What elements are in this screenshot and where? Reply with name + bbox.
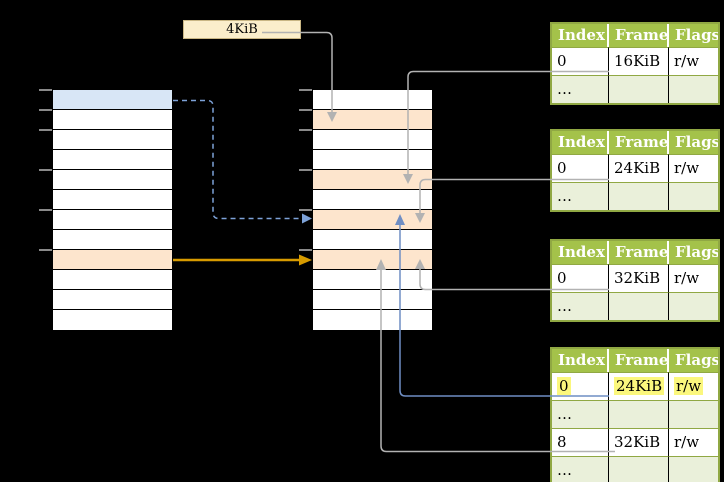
frame-table-cell: 0	[552, 47, 609, 75]
frame-table-cell: …	[552, 292, 609, 320]
memory-row-white	[53, 290, 172, 310]
memory-row-white	[53, 230, 172, 250]
column-header-flags: Flags	[669, 131, 718, 154]
column-header-frame: Frame	[609, 241, 669, 264]
virtual-memory-column	[52, 89, 173, 331]
tick-mark	[39, 249, 52, 251]
memory-row-orange	[313, 250, 432, 270]
column-header-frame: Frame	[609, 349, 669, 372]
memory-row-white	[313, 230, 432, 250]
frame-table-cell	[669, 292, 718, 320]
highlighted-value: r/w	[674, 377, 704, 395]
frame-table-cell: 32KiB	[609, 428, 669, 456]
frame-table-cell: …	[552, 400, 609, 428]
tick-mark	[39, 109, 52, 111]
arrowhead-right-icon	[299, 254, 312, 266]
column-header-index: Index	[552, 241, 609, 264]
memory-row-blue	[53, 90, 172, 110]
memory-row-white	[313, 310, 432, 330]
memory-row-white	[53, 130, 172, 150]
frame-table-cell: r/w	[669, 154, 718, 182]
column-header-index: Index	[552, 131, 609, 154]
memory-row-white	[53, 270, 172, 290]
memory-row-white	[53, 150, 172, 170]
frame-table-cell: 32KiB	[609, 264, 669, 292]
frame-table-cell	[669, 400, 718, 428]
memory-row-white	[53, 110, 172, 130]
frame-table-cell: r/w	[669, 372, 718, 400]
column-header-frame: Frame	[609, 131, 669, 154]
memory-row-white	[53, 170, 172, 190]
tick-mark	[39, 89, 52, 91]
memory-row-orange	[313, 110, 432, 130]
memory-row-white	[313, 270, 432, 290]
memory-row-orange	[313, 170, 432, 190]
column-header-flags: Flags	[669, 349, 718, 372]
frame-table-cell: r/w	[669, 47, 718, 75]
memory-row-white	[313, 130, 432, 150]
frame-table-cell	[609, 75, 669, 103]
column-header-flags: Flags	[669, 241, 718, 264]
highlighted-value: 0	[557, 377, 571, 395]
frame-table-cell	[669, 75, 718, 103]
memory-row-white	[313, 90, 432, 110]
frame-table-cell: 24KiB	[609, 154, 669, 182]
frame-table-cell: 8	[552, 428, 609, 456]
arrow-virtual-page-dashed	[173, 99, 302, 220]
frame-table-cell	[669, 456, 718, 482]
frame-table-cell: 0	[552, 372, 609, 400]
page-size-label: 4KiB	[183, 20, 301, 39]
column-header-index: Index	[552, 349, 609, 372]
tick-mark	[39, 209, 52, 211]
tick-mark	[39, 169, 52, 171]
frame-table-cell: r/w	[669, 264, 718, 292]
tick-mark	[39, 129, 52, 131]
tick-mark	[299, 129, 312, 131]
memory-row-white	[313, 150, 432, 170]
frame-table-cell: r/w	[669, 428, 718, 456]
column-header-flags: Flags	[669, 24, 718, 47]
memory-row-white	[53, 310, 172, 330]
memory-row-white	[53, 190, 172, 210]
tick-mark	[299, 169, 312, 171]
frame-table-cell: …	[552, 182, 609, 210]
column-header-frame: Frame	[609, 24, 669, 47]
frame-table-cell: 0	[552, 154, 609, 182]
memory-row-white	[313, 290, 432, 310]
frame-table-cell	[609, 456, 669, 482]
frame-table-cell: …	[552, 456, 609, 482]
frame-table-cell: 0	[552, 264, 609, 292]
column-header-index: Index	[552, 24, 609, 47]
frame-table-cell	[669, 182, 718, 210]
tick-mark	[299, 89, 312, 91]
memory-row-orange	[53, 250, 172, 270]
memory-row-white	[313, 190, 432, 210]
frame-table-cell	[609, 182, 669, 210]
memory-row-orange	[313, 210, 432, 230]
tick-mark	[299, 249, 312, 251]
frame-table-cell: 24KiB	[609, 372, 669, 400]
frame-table-cell	[609, 400, 669, 428]
tick-mark	[299, 109, 312, 111]
arrowhead-right-icon	[302, 213, 312, 224]
frame-table-cell	[609, 292, 669, 320]
physical-memory-column	[312, 89, 433, 331]
highlighted-value: 24KiB	[614, 377, 665, 395]
frame-table-cell: …	[552, 75, 609, 103]
frame-table-cell: 16KiB	[609, 47, 669, 75]
tick-mark	[299, 209, 312, 211]
memory-row-white	[53, 210, 172, 230]
